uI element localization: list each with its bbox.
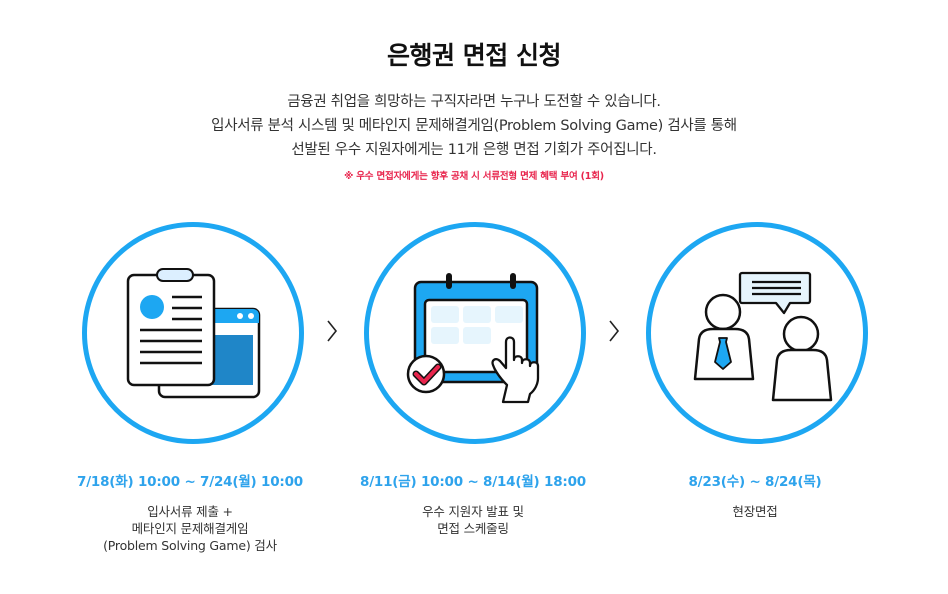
step-3-circle: [646, 222, 868, 444]
step-1-line: 입사서류 제출 +: [147, 504, 233, 519]
step-1-line: 메타인지 문제해결게임: [131, 521, 249, 536]
step-2-line: 우수 지원자 발표 및: [422, 504, 524, 519]
step-2-circle: [364, 222, 586, 444]
interview-people-icon: [693, 271, 833, 402]
chevron-right-icon: [325, 318, 339, 344]
step-1-description: 입사서류 제출 + 메타인지 문제해결게임 (Problem Solving G…: [40, 503, 340, 554]
step-3-line: 현장면접: [732, 504, 778, 519]
document-clipboard-icon: [126, 268, 261, 399]
description-line: 선발된 우수 지원자에게는 11개 은행 면접 기회가 주어집니다.: [291, 142, 657, 158]
step-2-description: 우수 지원자 발표 및 면접 스케줄링: [323, 503, 623, 537]
description: 금융권 취업을 희망하는 구직자라면 누구나 도전할 수 있습니다. 입사서류 …: [0, 90, 948, 162]
calendar-schedule-icon: [406, 273, 540, 404]
description-line: 금융권 취업을 희망하는 구직자라면 누구나 도전할 수 있습니다.: [287, 94, 661, 110]
step-3-description: 현장면접: [605, 503, 905, 520]
page-title: 은행권 면접 신청: [387, 41, 561, 70]
step-1-circle: [82, 222, 304, 444]
chevron-right-icon: [607, 318, 621, 344]
step-2-date: 8/11(금) 10:00 ~ 8/14(월) 18:00: [360, 474, 586, 490]
benefit-note: ※ 우수 면접자에게는 향후 공채 시 서류전형 면제 혜택 부여 (1회): [344, 171, 604, 182]
step-1-line: (Problem Solving Game) 검사: [103, 538, 277, 553]
description-line: 입사서류 분석 시스템 및 메타인지 문제해결게임(Problem Solvin…: [211, 118, 737, 134]
step-3-date: 8/23(수) ~ 8/24(목): [688, 474, 822, 490]
step-1-date: 7/18(화) 10:00 ~ 7/24(월) 10:00: [77, 474, 303, 490]
step-2-line: 면접 스케줄링: [437, 521, 509, 536]
